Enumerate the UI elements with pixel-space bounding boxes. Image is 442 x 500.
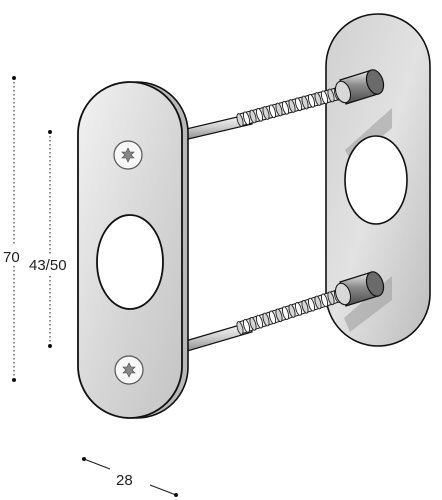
spacing-dimension-label: 43/50 [29, 257, 67, 274]
upper-torx-icon [121, 147, 135, 163]
height-dimension-top-dot [12, 76, 16, 80]
spacing-dimension: 43/50 [28, 130, 74, 348]
lower-screw-head [114, 355, 144, 385]
back-plate-cylinder-hole [344, 135, 408, 225]
spacing-dimension-top-dot [48, 130, 52, 134]
front-plate-cylinder-hole [96, 214, 164, 310]
width-dimension-label: 28 [116, 472, 133, 489]
lower-torx-icon [122, 362, 136, 378]
upper-screw-assembly [181, 69, 385, 141]
width-dimension-right-dot [174, 493, 178, 497]
lower-threaded-sleeve [335, 271, 385, 307]
width-dimension-left-dot [82, 457, 86, 461]
width-dimension: 28 [82, 457, 178, 497]
spacing-dimension-bottom-dot [48, 344, 52, 348]
upper-screw-head [113, 140, 143, 170]
width-dimension-line-right [149, 484, 177, 496]
width-dimension-line-left [83, 458, 111, 470]
height-dimension: 70 [2, 76, 24, 382]
front-rosette-plate [77, 81, 189, 419]
lower-screw-assembly [181, 271, 385, 353]
height-dimension-label: 70 [3, 249, 20, 266]
upper-threaded-sleeve [335, 69, 385, 105]
height-dimension-bottom-dot [12, 378, 16, 382]
